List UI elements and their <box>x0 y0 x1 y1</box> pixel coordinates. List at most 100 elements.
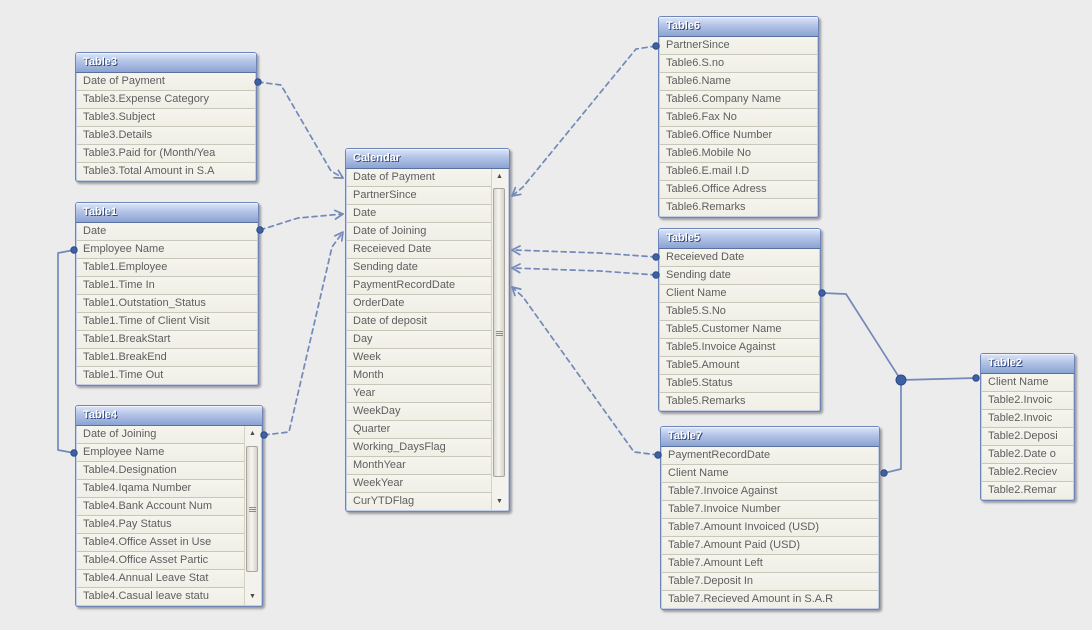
field-row[interactable]: Table4.Office Asset in Use <box>77 534 261 552</box>
field-row[interactable]: Table7.Invoice Number <box>662 501 878 519</box>
scroll-down-button[interactable]: ▼ <box>492 495 507 509</box>
field-row[interactable]: Table1.Employee <box>77 259 257 277</box>
field-row[interactable]: Table4.Pay Status <box>77 516 261 534</box>
field-row[interactable]: Client Name <box>982 374 1073 392</box>
field-row[interactable]: MonthYear <box>347 457 508 475</box>
field-row[interactable]: Table2.Deposi <box>982 428 1073 446</box>
field-row[interactable]: Week <box>347 349 508 367</box>
field-row[interactable]: Table6.S.no <box>660 55 817 73</box>
field-row[interactable]: CurYTDFlag <box>347 493 508 510</box>
scrollbar-thumb[interactable] <box>246 446 258 572</box>
field-row[interactable]: Client Name <box>660 285 819 303</box>
table-table7-header[interactable]: Table7 <box>661 427 879 447</box>
field-row[interactable]: Date <box>77 223 257 241</box>
field-row[interactable]: PartnerSince <box>660 37 817 55</box>
field-row[interactable]: Table5.Remarks <box>660 393 819 410</box>
field-row[interactable]: Receieved Date <box>660 249 819 267</box>
field-row[interactable]: OrderDate <box>347 295 508 313</box>
scroll-down-button[interactable]: ▼ <box>245 590 260 604</box>
field-row[interactable]: Employee Name <box>77 444 261 462</box>
field-row[interactable]: Table5.Invoice Against <box>660 339 819 357</box>
scrollbar-thumb[interactable] <box>493 188 505 477</box>
field-row[interactable]: Table3.Total Amount in S.A <box>77 163 255 180</box>
field-row[interactable]: Date <box>347 205 508 223</box>
field-row[interactable]: Table7.Amount Left <box>662 555 878 573</box>
field-row[interactable]: Table7.Amount Invoiced (USD) <box>662 519 878 537</box>
field-row[interactable]: Table4.Office Asset Partic <box>77 552 261 570</box>
field-row[interactable]: Table2.Invoic <box>982 392 1073 410</box>
field-row[interactable]: Table6.Mobile No <box>660 145 817 163</box>
field-row[interactable]: PaymentRecordDate <box>347 277 508 295</box>
table-table1-header[interactable]: Table1 <box>76 203 258 223</box>
field-row[interactable]: Table3.Expense Category <box>77 91 255 109</box>
field-row[interactable]: Date of Joining <box>77 426 261 444</box>
field-row[interactable]: Receieved Date <box>347 241 508 259</box>
field-row[interactable]: Table5.Status <box>660 375 819 393</box>
field-row[interactable]: PartnerSince <box>347 187 508 205</box>
field-row[interactable]: Table1.BreakEnd <box>77 349 257 367</box>
field-row[interactable]: Quarter <box>347 421 508 439</box>
field-row[interactable]: Table3.Paid for (Month/Yea <box>77 145 255 163</box>
field-row[interactable]: Table7.Invoice Against <box>662 483 878 501</box>
field-row[interactable]: Table2.Date o <box>982 446 1073 464</box>
field-row[interactable]: Table2.Invoic <box>982 410 1073 428</box>
field-row[interactable]: Table4.Iqama Number <box>77 480 261 498</box>
field-row[interactable]: PaymentRecordDate <box>662 447 878 465</box>
field-row[interactable]: Table4.Bank Account Num <box>77 498 261 516</box>
field-row[interactable]: Table1.Time of Client Visit <box>77 313 257 331</box>
field-row[interactable]: Date of Payment <box>347 169 508 187</box>
field-row[interactable]: Table1.Time In <box>77 277 257 295</box>
field-row[interactable]: Table6.Office Adress <box>660 181 817 199</box>
table-table3-header[interactable]: Table3 <box>76 53 256 73</box>
field-row[interactable]: Table5.Customer Name <box>660 321 819 339</box>
field-row[interactable]: Table1.Time Out <box>77 367 257 384</box>
scroll-up-button[interactable]: ▲ <box>245 427 260 441</box>
field-row[interactable]: Sending date <box>347 259 508 277</box>
field-row[interactable]: Table5.S.No <box>660 303 819 321</box>
field-row[interactable]: Working_DaysFlag <box>347 439 508 457</box>
field-row[interactable]: Employee Name <box>77 241 257 259</box>
table-table2-header[interactable]: Table2 <box>981 354 1074 374</box>
field-row[interactable]: Client Name <box>662 465 878 483</box>
field-row[interactable]: WeekDay <box>347 403 508 421</box>
field-row[interactable]: Table1.BreakStart <box>77 331 257 349</box>
field-row[interactable]: Table4.Designation <box>77 462 261 480</box>
table-table4-scrollbar[interactable]: ▲ ▼ <box>244 426 261 605</box>
table-table5-header[interactable]: Table5 <box>659 229 820 249</box>
field-row[interactable]: Date of deposit <box>347 313 508 331</box>
field-row[interactable]: Day <box>347 331 508 349</box>
field-row[interactable]: Date of Payment <box>77 73 255 91</box>
field-row[interactable]: Month <box>347 367 508 385</box>
field-row[interactable]: Table5.Amount <box>660 357 819 375</box>
field-row[interactable]: Table4.Annual Leave Stat <box>77 570 261 588</box>
field-row[interactable]: Table6.Office Number <box>660 127 817 145</box>
field-row[interactable]: Table3.Details <box>77 127 255 145</box>
field-row[interactable]: Date of Joining <box>347 223 508 241</box>
field-row[interactable]: Table7.Recieved Amount in S.A.R <box>662 591 878 608</box>
field-row[interactable]: Table6.Name <box>660 73 817 91</box>
field-row[interactable]: Table7.Amount Paid (USD) <box>662 537 878 555</box>
field-row[interactable]: Sending date <box>660 267 819 285</box>
scroll-up-button[interactable]: ▲ <box>492 170 507 184</box>
field-row[interactable]: Table3.Subject <box>77 109 255 127</box>
field-row[interactable]: Table6.Company Name <box>660 91 817 109</box>
field-row[interactable]: Table6.Remarks <box>660 199 817 216</box>
field-row[interactable]: Table1.Outstation_Status <box>77 295 257 313</box>
field-row[interactable]: Year <box>347 385 508 403</box>
field-row[interactable]: Table4.Casual leave statu <box>77 588 261 605</box>
table-table6-header[interactable]: Table6 <box>659 17 818 37</box>
field-row[interactable]: Table2.Reciev <box>982 464 1073 482</box>
table-table4-header[interactable]: Table4 <box>76 406 262 426</box>
field-row[interactable]: WeekYear <box>347 475 508 493</box>
field-row[interactable]: Table6.Fax No <box>660 109 817 127</box>
table-calendar-header[interactable]: Calendar <box>346 149 509 169</box>
field-row[interactable]: Table7.Deposit In <box>662 573 878 591</box>
